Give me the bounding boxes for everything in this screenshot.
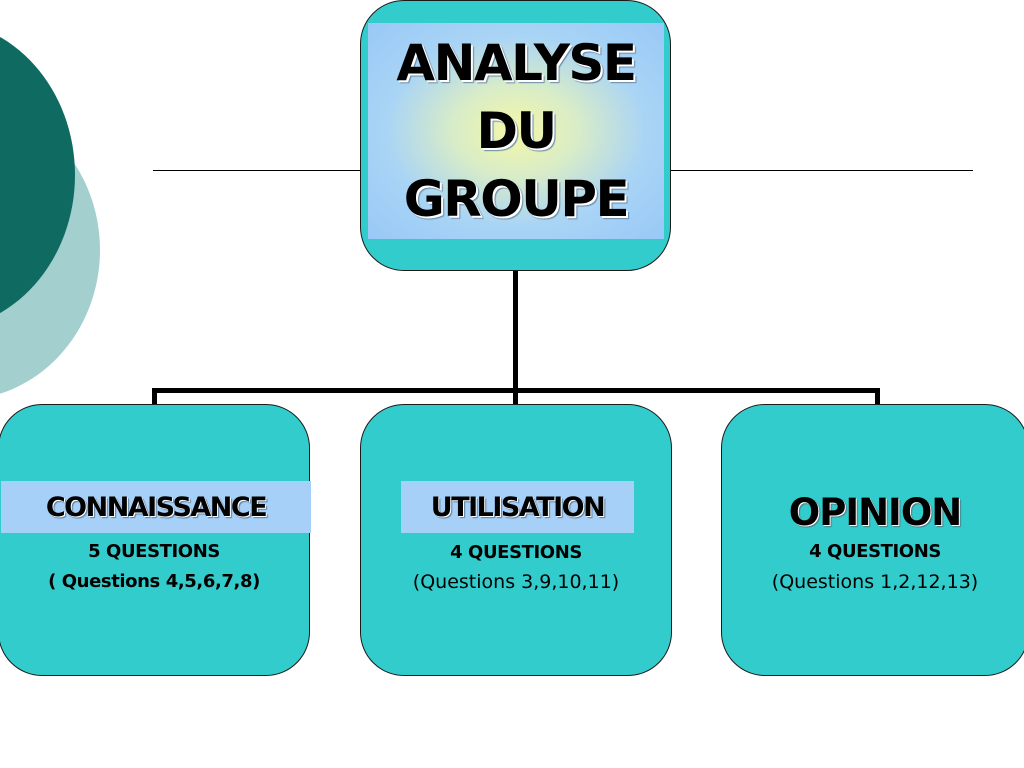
root-title-line-1: ANALYSE bbox=[396, 34, 637, 92]
node-utilisation-count: 4 QUESTIONS bbox=[450, 542, 582, 563]
root-title-line-2: DU bbox=[476, 102, 557, 160]
node-utilisation-label-band: UTILISATION bbox=[401, 481, 634, 533]
node-utilisation: UTILISATION 4 QUESTIONS (Questions 3,9,1… bbox=[360, 404, 672, 676]
connector-drop-opinion bbox=[875, 388, 880, 405]
node-connaissance-detail: ( Questions 4,5,6,7,8) bbox=[48, 571, 260, 592]
connector-root-trunk bbox=[513, 270, 518, 392]
node-utilisation-label: UTILISATION bbox=[430, 491, 606, 523]
connector-drop-connaissance bbox=[152, 388, 157, 405]
node-connaissance-label-band: CONNAISSANCE bbox=[1, 481, 311, 533]
root-title-line-3: GROUPE bbox=[403, 170, 630, 228]
node-connaissance-label: CONNAISSANCE bbox=[45, 491, 268, 523]
title-rule-left bbox=[153, 170, 363, 171]
root-node-label-band: ANALYSE DU GROUPE bbox=[368, 23, 664, 239]
node-connaissance: CONNAISSANCE 5 QUESTIONS ( Questions 4,5… bbox=[0, 404, 311, 676]
connector-drop-utilisation bbox=[513, 388, 518, 405]
node-opinion-detail: (Questions 1,2,12,13) bbox=[771, 571, 979, 593]
node-utilisation-detail: (Questions 3,9,10,11) bbox=[412, 571, 620, 593]
node-connaissance-count: 5 QUESTIONS bbox=[88, 541, 220, 562]
node-opinion-count: 4 QUESTIONS bbox=[809, 541, 941, 562]
title-rule-right bbox=[670, 170, 973, 171]
root-node-analyse-du-groupe: ANALYSE DU GROUPE bbox=[360, 0, 671, 271]
node-opinion-label: OPINION bbox=[788, 491, 963, 534]
node-opinion: OPINION 4 QUESTIONS (Questions 1,2,12,13… bbox=[721, 404, 1024, 676]
